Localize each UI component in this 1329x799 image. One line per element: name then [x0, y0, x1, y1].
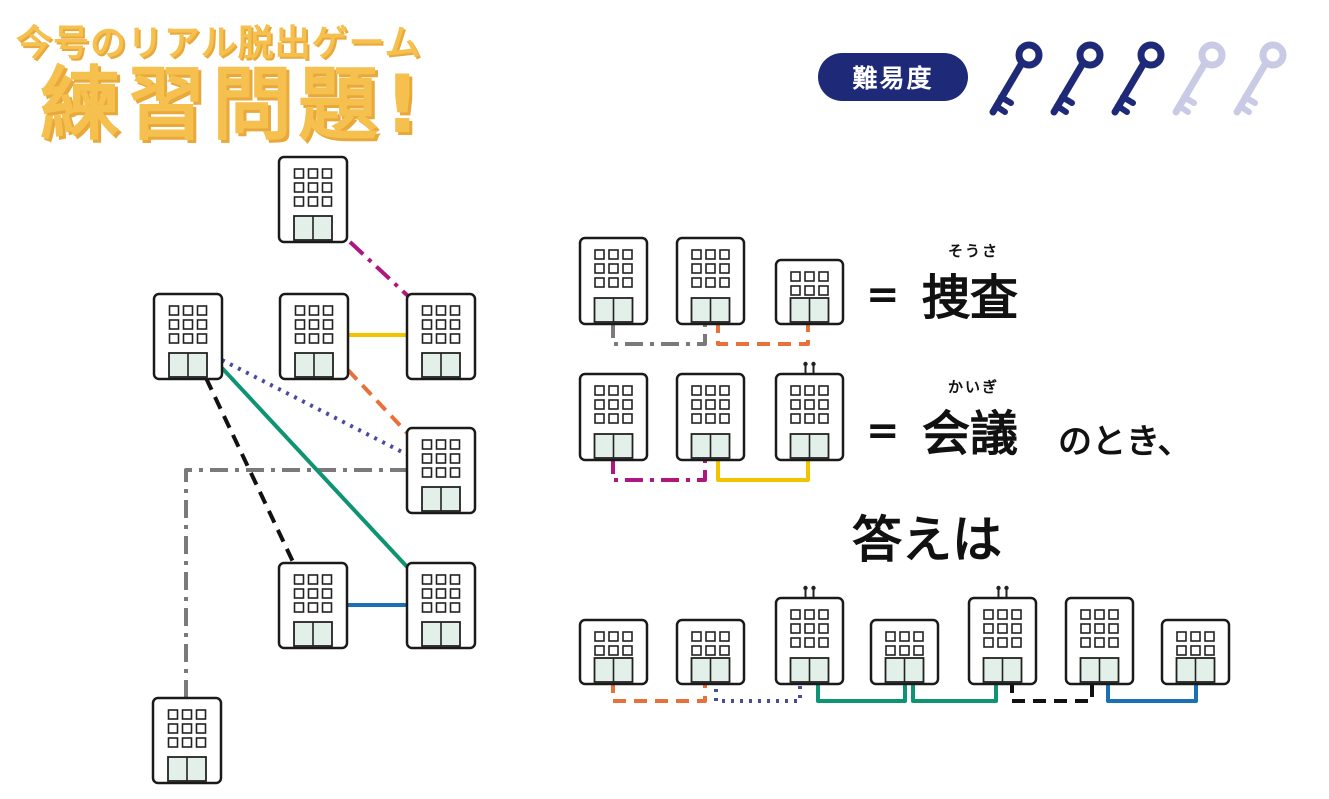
connection-line [611, 680, 707, 703]
page-title: 練習問題! [40, 58, 427, 151]
building-icon [278, 292, 350, 381]
building-icon [1160, 618, 1231, 686]
connection-line [816, 680, 907, 703]
answer-label: 答えは [852, 511, 1002, 569]
building-icon [578, 618, 649, 686]
building-icon [277, 155, 349, 244]
key-icon [1172, 41, 1226, 116]
connection-line [716, 456, 810, 482]
clue-suffix: のとき、 [1058, 422, 1192, 462]
connection-line [1106, 680, 1198, 703]
connection-line [348, 240, 410, 298]
building-icon [774, 361, 845, 462]
building-icon [578, 372, 649, 462]
building-icon [151, 696, 223, 785]
clue-reading: そうさ [948, 242, 1000, 260]
building-icon [578, 236, 649, 326]
building-icon [405, 426, 477, 515]
building-icon [774, 258, 845, 326]
clue-word: 捜査 [922, 270, 1019, 326]
building-icon [1064, 596, 1135, 686]
key-icon [1050, 41, 1104, 116]
building-icon [675, 236, 746, 326]
building-icon [152, 292, 224, 381]
clue-reading: かいぎ [948, 378, 1000, 396]
connection-line [716, 320, 810, 346]
equals-sign: = [866, 408, 900, 454]
equals-sign: = [866, 272, 900, 318]
building-icon [869, 618, 940, 686]
connection-line [611, 456, 707, 482]
building-icon [967, 585, 1038, 686]
subtitle: 今号のリアル脱出ゲーム [16, 23, 422, 64]
difficulty-badge: 難易度 [818, 53, 968, 101]
clue-word: 会議 [922, 406, 1019, 462]
connection-line [184, 468, 408, 700]
key-icon [989, 41, 1043, 116]
key-icon [1111, 41, 1165, 116]
connection-line [1010, 680, 1094, 703]
connection-line [346, 368, 412, 438]
building-icon [277, 561, 349, 650]
connection-line [204, 377, 296, 565]
building-icon [675, 372, 746, 462]
connection-line [714, 680, 802, 703]
building-icon [774, 585, 845, 686]
connection-line [220, 366, 412, 572]
connection-line [911, 680, 998, 703]
building-icon [405, 292, 477, 381]
building-icon [405, 561, 477, 650]
building-icon [675, 618, 746, 686]
key-icon [1233, 41, 1287, 116]
connection-line [611, 320, 707, 346]
difficulty-keys [989, 41, 1287, 116]
